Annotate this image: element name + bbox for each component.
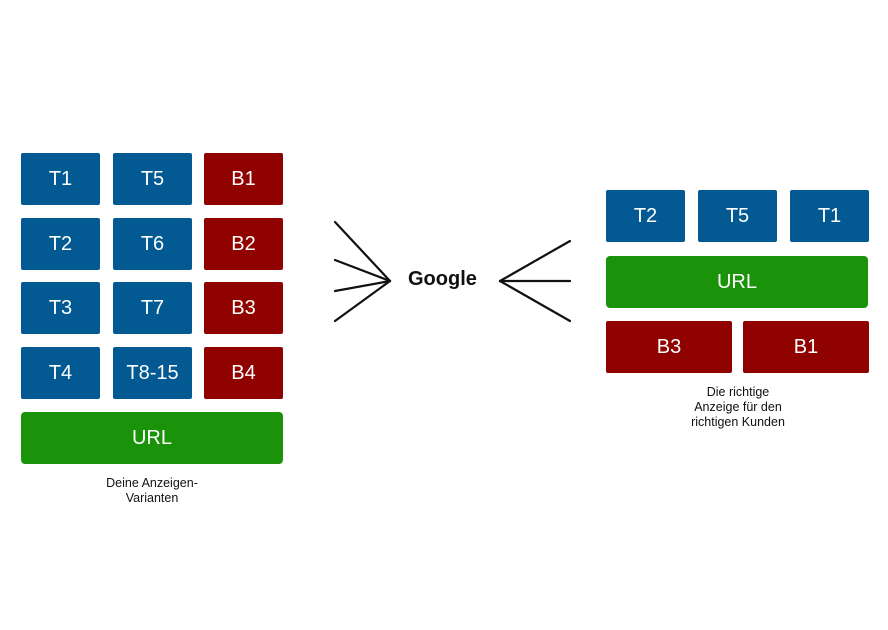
left-body-box-b4: B4: [204, 347, 283, 399]
left-title-box-t6: T6: [113, 218, 192, 270]
left-title-box-t4: T4: [21, 347, 100, 399]
google-label: Google: [408, 268, 477, 290]
left-connector-line-4: [333, 279, 392, 323]
left-title-box-t7: T7: [113, 282, 192, 334]
left-connector-line-1: [333, 220, 392, 283]
right-caption-line-2: Anzeige für den: [694, 400, 782, 414]
left-title-box-t2: T2: [21, 218, 100, 270]
right-caption-line-1: Die richtige: [706, 385, 770, 399]
right-caption-line-3: richtigen Kunden: [691, 415, 785, 429]
right-body-box-b1: B1: [743, 321, 869, 373]
left-body-box-b3: B3: [204, 282, 283, 334]
left-caption-line-1: Deine Anzeigen-: [106, 476, 198, 490]
left-title-box-t5: T5: [113, 153, 192, 205]
left-connector-line-3: [333, 279, 392, 293]
left-body-box-b1: B1: [204, 153, 283, 205]
left-url-box: URL: [21, 412, 283, 464]
left-title-box-t1: T1: [21, 153, 100, 205]
left-body-box-b2: B2: [204, 218, 283, 270]
right-body-box-b3: B3: [606, 321, 732, 373]
right-connector-line-3: [498, 279, 572, 323]
right-url-box: URL: [606, 256, 868, 308]
left-caption: Deine Anzeigen- Varianten: [70, 476, 234, 506]
right-title-box-t2: T2: [606, 190, 685, 242]
left-connector-line-2: [333, 258, 392, 283]
left-title-box-t3: T3: [21, 282, 100, 334]
left-title-box-t8-15: T8-15: [113, 347, 192, 399]
right-connector-line-1: [498, 239, 572, 283]
right-title-box-t5: T5: [698, 190, 777, 242]
right-caption: Die richtige Anzeige für den richtigen K…: [656, 385, 820, 430]
left-caption-line-2: Varianten: [125, 491, 179, 505]
right-title-box-t1: T1: [790, 190, 869, 242]
